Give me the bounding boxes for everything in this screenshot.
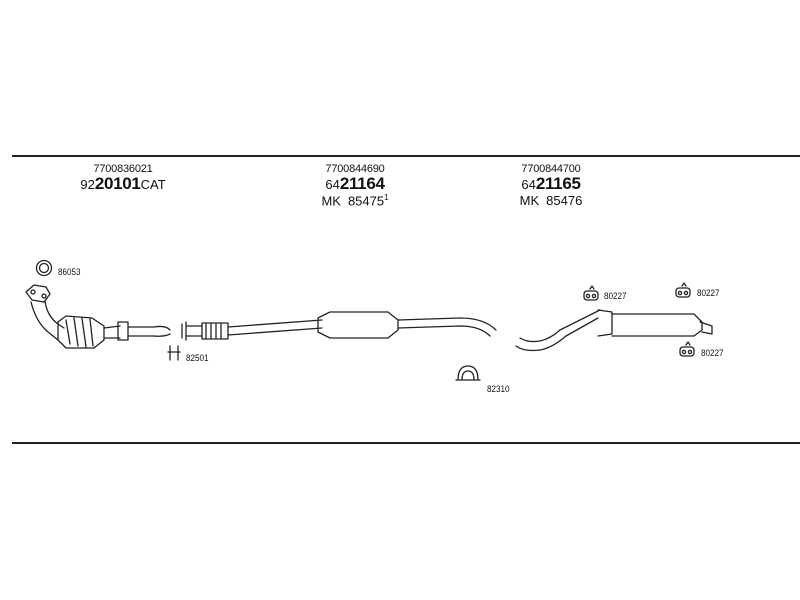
clamp-mid-label: 82310 — [487, 384, 510, 394]
rubber-mount-label-1: 80227 — [604, 291, 627, 301]
oe-number: 7700844690 — [325, 163, 385, 175]
middle-silencer-icon — [181, 311, 497, 341]
rubber-mount-icon-2 — [675, 282, 691, 298]
rubber-mount-icon-1 — [583, 285, 599, 301]
rubber-mount-icon-3 — [679, 341, 695, 357]
clamp-front-label: 82501 — [186, 353, 209, 363]
part-main: 21164 — [339, 174, 385, 194]
part-number: 9220101CAT — [58, 174, 188, 194]
oe-number: 7700836021 — [93, 163, 153, 175]
oe-number: 7700844700 — [521, 163, 581, 175]
catalyst-pipe-icon — [25, 284, 171, 349]
rubber-mount-label-3: 80227 — [701, 348, 724, 358]
gasket-label: 86053 — [58, 267, 81, 277]
mk-label: MK — [321, 193, 341, 209]
mk-number: MK 85476 — [486, 192, 616, 208]
part-group-rear-silencer: 7700844700 6421165 MK 85476 — [486, 163, 616, 208]
rubber-mount-label-2: 80227 — [697, 288, 720, 298]
gasket-icon — [35, 259, 53, 277]
part-prefix: 92 — [80, 177, 95, 193]
part-group-middle-silencer: 7700844690 6421164 MK 854751 — [290, 163, 420, 208]
clamp-icon-front — [167, 345, 181, 361]
bottom-rule — [12, 442, 800, 444]
mk-value: 85476 — [546, 192, 583, 208]
part-prefix: 64 — [521, 177, 536, 193]
part-number: 6421165 — [486, 174, 616, 194]
part-prefix: 64 — [325, 177, 340, 193]
mk-label: MK — [519, 192, 540, 208]
part-main: 21165 — [535, 174, 581, 194]
mk-note: 1 — [384, 192, 389, 202]
part-main: 20101 — [94, 174, 141, 194]
u-clamp-icon — [455, 365, 481, 381]
part-number: 6421164 — [290, 174, 420, 194]
part-group-catalyst: 7700836021 9220101CAT — [58, 163, 188, 194]
mk-value: 85475 — [347, 193, 385, 209]
part-suffix: CAT — [140, 177, 166, 193]
mk-number: MK 854751 — [290, 192, 420, 209]
rear-silencer-icon — [515, 309, 713, 352]
top-rule — [12, 155, 800, 157]
